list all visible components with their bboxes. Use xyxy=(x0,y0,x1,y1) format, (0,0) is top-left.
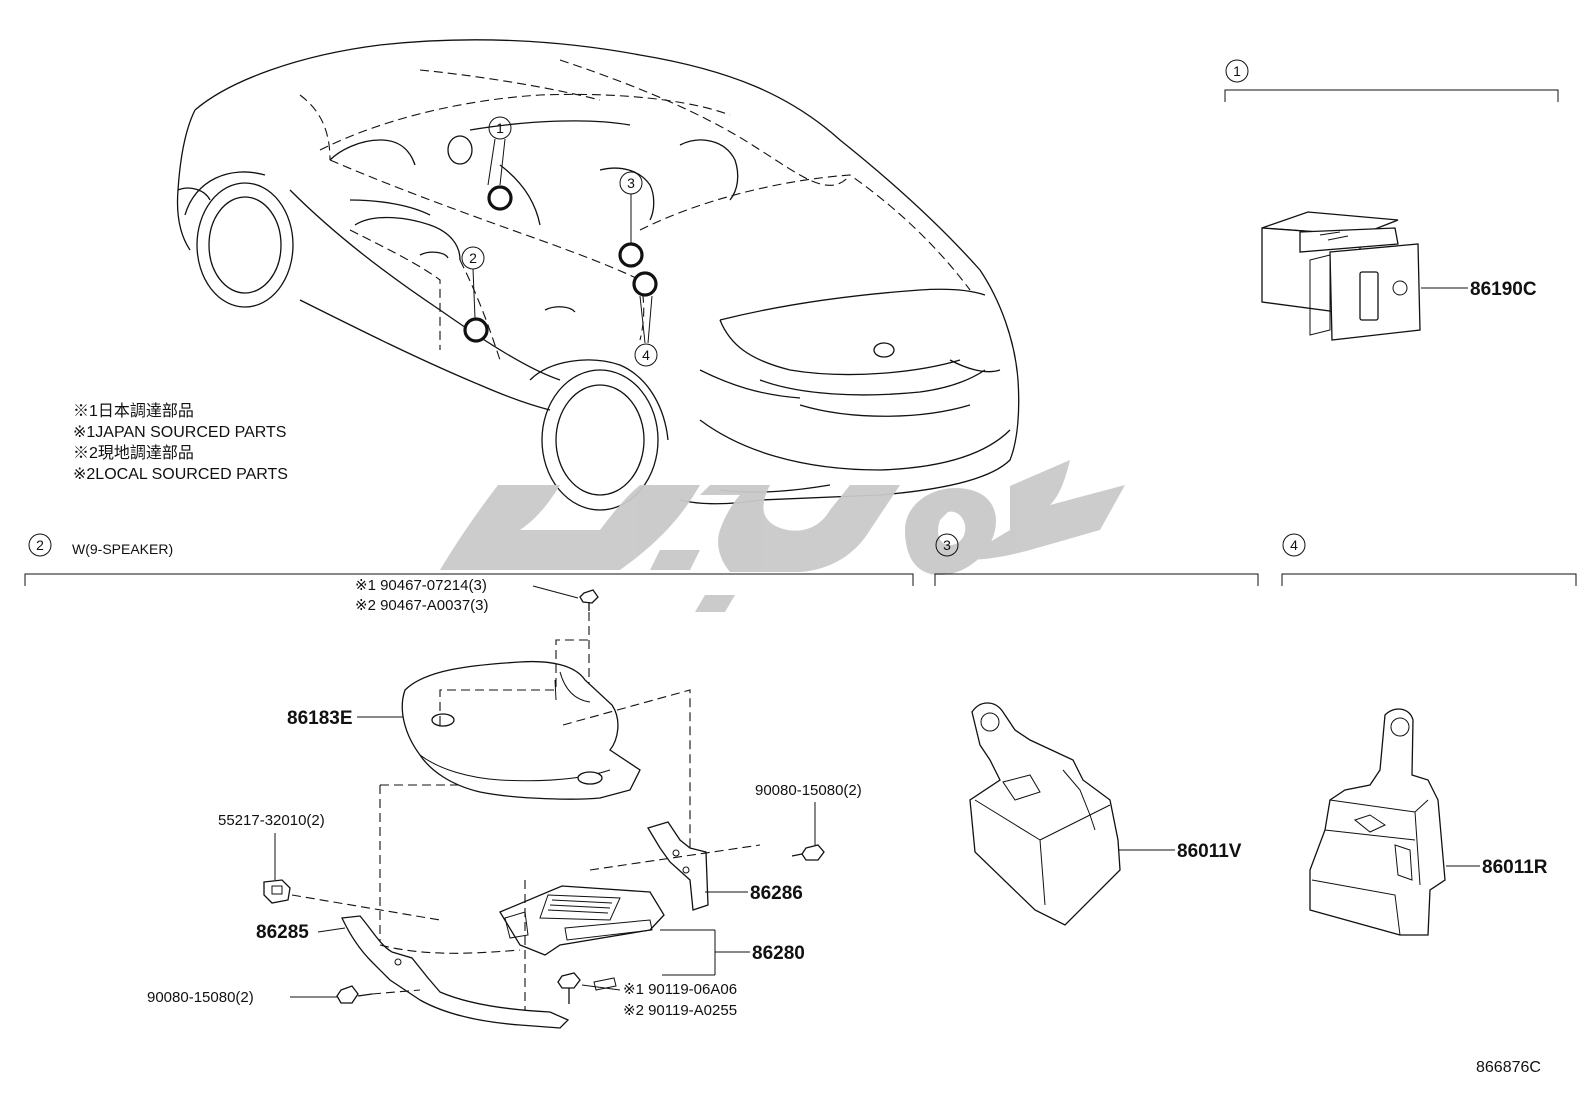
note-local-jp: ※2現地調達部品 xyxy=(73,444,194,462)
section-1: 1 86190C xyxy=(1224,59,1559,341)
bolt-bottom-label-2: ※2 90119-A0255 xyxy=(623,1002,737,1019)
clip-icon xyxy=(263,879,291,904)
part-label-86183E: 86183E xyxy=(287,708,353,729)
sensor-part-86011V xyxy=(969,702,1121,926)
bolt-left-label: 90080-15080(2) xyxy=(147,989,254,1006)
svg-text:4: 4 xyxy=(1290,537,1298,553)
note-local-en: ※2LOCAL SOURCED PARTS xyxy=(73,466,288,483)
car-illustration: 1 2 3 4 xyxy=(176,39,1020,511)
section-2-num: 2 xyxy=(36,537,44,553)
car-callout-1: 1 xyxy=(487,116,513,211)
part-label-86190C: 86190C xyxy=(1470,279,1537,300)
cover-part-86183E xyxy=(401,660,641,800)
bracket-part-86286 xyxy=(647,821,709,911)
part-label-86280: 86280 xyxy=(752,943,805,964)
amplifier-part-86280 xyxy=(499,885,665,956)
bolt-right-icon xyxy=(791,844,825,861)
bolt-right-label: 90080-15080(2) xyxy=(755,782,862,799)
part-label-86011V: 86011V xyxy=(1177,841,1242,862)
note-japan-en: ※1JAPAN SOURCED PARTS xyxy=(73,424,286,441)
section-4: 4 86011R xyxy=(1281,533,1577,936)
svg-text:3: 3 xyxy=(627,175,635,191)
part-label-86011R: 86011R xyxy=(1482,857,1548,878)
bracket-part-86285 xyxy=(341,915,570,1029)
svg-text:4: 4 xyxy=(642,347,650,363)
car-callout-4: 4 xyxy=(632,271,658,367)
bolt-top-label-1: ※1 90467-07214(3) xyxy=(355,577,487,594)
bolt-bottom-label-1: ※1 90119-06A06 xyxy=(623,981,737,998)
car-callout-3: 3 xyxy=(618,171,644,268)
section-2-label: W(9-SPEAKER) xyxy=(72,541,173,557)
part-label-86285: 86285 xyxy=(256,922,309,943)
diagram-id: 866876C xyxy=(1476,1059,1541,1076)
part-label-86286: 86286 xyxy=(750,883,803,904)
bolt-bottom-icon xyxy=(557,972,581,1004)
section-2: 2 W(9-SPEAKER) ※1 90467-07214(3) ※2 9046… xyxy=(24,533,914,1029)
section-3: 3 86011V xyxy=(934,533,1259,926)
clip-label: 55217-32010(2) xyxy=(218,812,325,829)
switch-part-86190C xyxy=(1261,211,1421,341)
svg-text:1: 1 xyxy=(1233,63,1241,79)
svg-text:3: 3 xyxy=(943,537,951,553)
sourcing-notes: ※1日本調達部品 ※1JAPAN SOURCED PARTS ※2現地調達部品 … xyxy=(73,402,288,483)
bolt-left-icon xyxy=(336,985,373,1004)
brand-logo-watermark xyxy=(440,460,1125,612)
note-japan-jp: ※1日本調達部品 xyxy=(73,402,194,420)
bolt-top-icon xyxy=(579,589,599,611)
sensor-part-86011R xyxy=(1309,708,1446,936)
bolt-top-label-2: ※2 90467-A0037(3) xyxy=(355,597,489,614)
svg-text:2: 2 xyxy=(469,250,477,266)
svg-text:1: 1 xyxy=(496,120,504,136)
car-callout-2: 2 xyxy=(461,246,489,343)
